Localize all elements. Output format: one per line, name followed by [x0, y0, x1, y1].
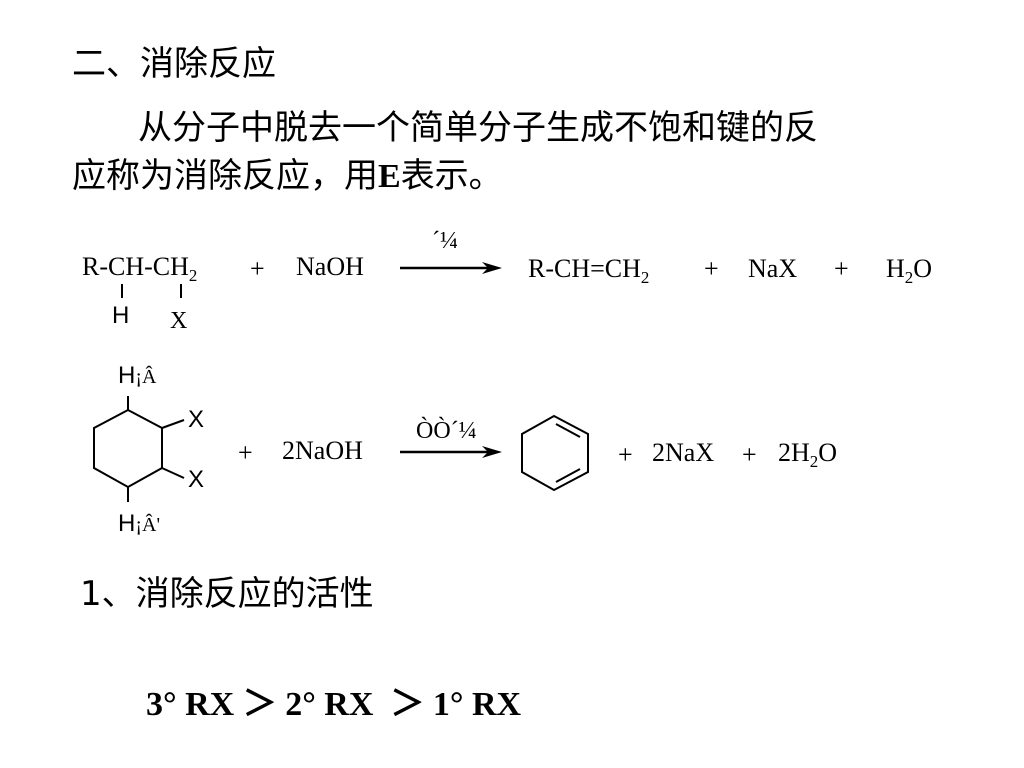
r1-product: R-CH=CH2	[528, 254, 650, 288]
r1-x-substituent: X	[170, 308, 188, 334]
r2-plus-1: +	[238, 438, 253, 467]
r2-arrow	[400, 446, 502, 458]
subsection-heading: 1、消除反应的活性	[80, 574, 374, 614]
r2-reagent: 2NaOH	[282, 436, 363, 465]
r1-reagent: NaOH	[296, 252, 364, 281]
r2-plus-2: +	[618, 440, 633, 469]
reactivity-order: 3° RX ＞ 2° RX ＞ 1° RX	[146, 686, 522, 723]
r2-plus-3: +	[742, 440, 757, 469]
r2-salt: 2NaX	[652, 438, 715, 467]
definition-suffix: 表示。	[400, 156, 503, 196]
r1-plus-2: +	[704, 254, 719, 283]
r2-x-lower: X	[188, 466, 205, 493]
r1-arrow	[400, 262, 502, 274]
definition-prefix: 应称为消除反应，用	[72, 156, 378, 196]
definition-line-1: 从分子中脱去一个简单分子生成不饱和键的反	[138, 108, 818, 148]
section-heading: 二、消除反应	[72, 44, 276, 84]
cyclohexane-structure	[93, 396, 185, 502]
r1-bond-lines	[121, 284, 182, 298]
r1-plus-3: +	[834, 254, 849, 283]
definition-symbol: E	[378, 158, 401, 195]
r1-h-substituent: H	[112, 302, 130, 329]
cyclohexadiene-structure	[521, 414, 589, 492]
r2-h-top: H¡Â	[118, 362, 157, 389]
r1-condition: ´¼	[432, 228, 458, 254]
definition-line-2: 应称为消除反应，用E表示。	[72, 152, 503, 201]
r2-water: 2H2O	[778, 438, 838, 472]
r2-x-upper: X	[188, 406, 205, 433]
r1-water: H2O	[886, 254, 933, 288]
r2-condition: ÒÒ´¼	[416, 418, 477, 444]
r2-h-bottom: H¡Â'	[118, 510, 161, 537]
r1-reactant: R-CH-CH2	[82, 252, 198, 286]
r1-plus-1: +	[250, 254, 265, 283]
r1-salt: NaX	[748, 254, 798, 283]
